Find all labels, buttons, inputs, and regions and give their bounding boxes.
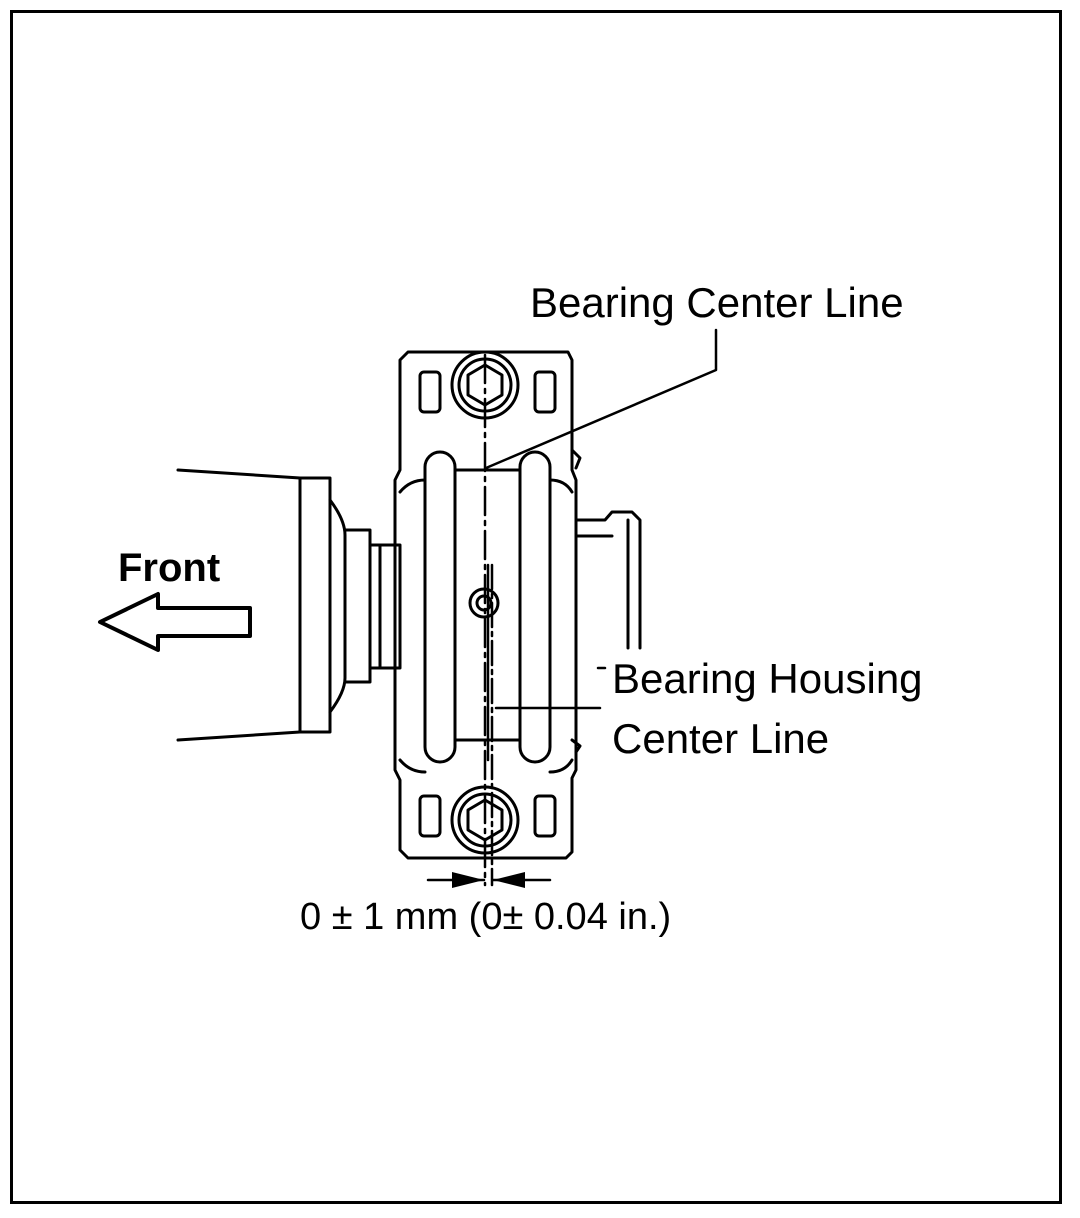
center-lines xyxy=(483,353,494,887)
propeller-shaft xyxy=(176,468,402,742)
leader-lines xyxy=(484,328,718,710)
bearing-housing-center-line-label-line2: Center Line xyxy=(612,715,830,762)
tolerance-label: 0 ± 1 mm (0± 0.04 in.) xyxy=(300,896,672,938)
bearing-housing xyxy=(393,350,582,860)
front-direction-label: Front xyxy=(118,546,221,590)
mounting-bracket xyxy=(574,510,642,650)
bearing-housing-center-line-label-line1: Bearing Housing xyxy=(612,655,923,702)
bearing-center-line-label: Bearing Center Line xyxy=(530,279,904,326)
tolerance-dimension xyxy=(426,872,552,888)
arrow-left-icon xyxy=(98,592,252,652)
